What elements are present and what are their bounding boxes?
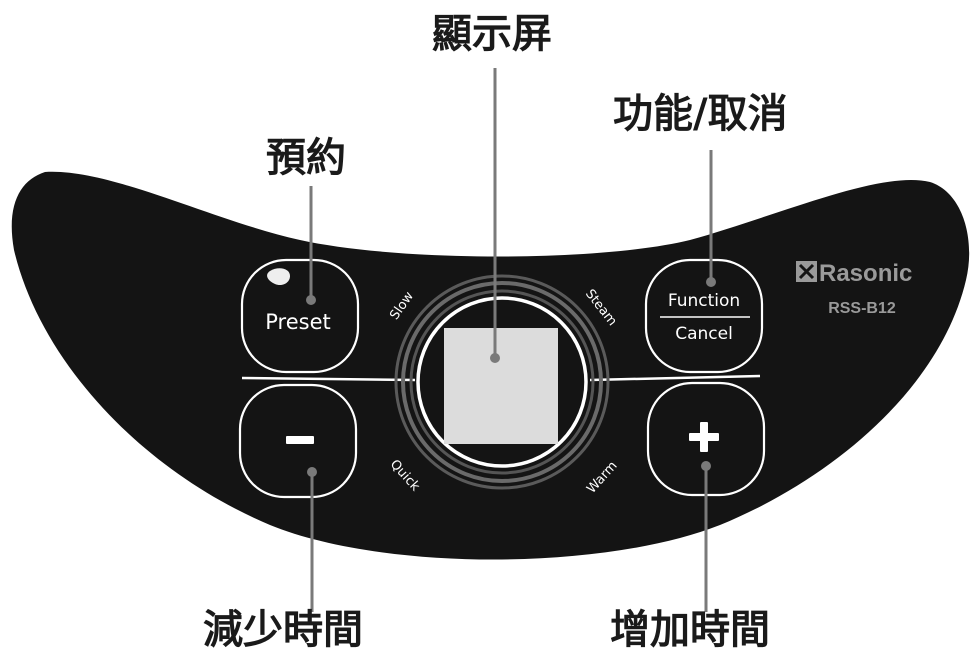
plus-icon [689, 422, 719, 452]
cancel-label: Cancel [675, 324, 733, 344]
brand-logo: Rasonic [796, 260, 912, 287]
display-dial [394, 274, 610, 490]
preset-led-icon [267, 268, 290, 286]
leader-decrease-time [307, 467, 317, 612]
leader-function-cancel [706, 150, 716, 287]
divider-right [589, 374, 761, 382]
callout-function-cancel: 功能/取消 [613, 91, 788, 137]
function-label: Function [668, 291, 740, 311]
callout-increase-time: 增加時間 [610, 607, 770, 653]
preset-button-label: Preset [265, 310, 330, 334]
brand-name: Rasonic [819, 260, 912, 287]
display-screen [444, 328, 558, 444]
increase-time-button[interactable] [646, 381, 766, 497]
decrease-time-button[interactable] [238, 383, 358, 499]
function-cancel-button[interactable]: Function Cancel [644, 258, 764, 374]
leader-preset [306, 186, 316, 305]
callout-preset: 預約 [266, 135, 346, 181]
callout-display: 顯示屏 [432, 11, 552, 57]
preset-button[interactable]: Preset [240, 258, 360, 374]
minus-icon [286, 436, 314, 444]
divider-left [241, 376, 416, 382]
callout-decrease-time: 減少時間 [203, 607, 363, 653]
leader-increase-time [701, 461, 711, 612]
brand-model: RSS-B12 [828, 300, 896, 317]
leader-display [490, 68, 500, 363]
